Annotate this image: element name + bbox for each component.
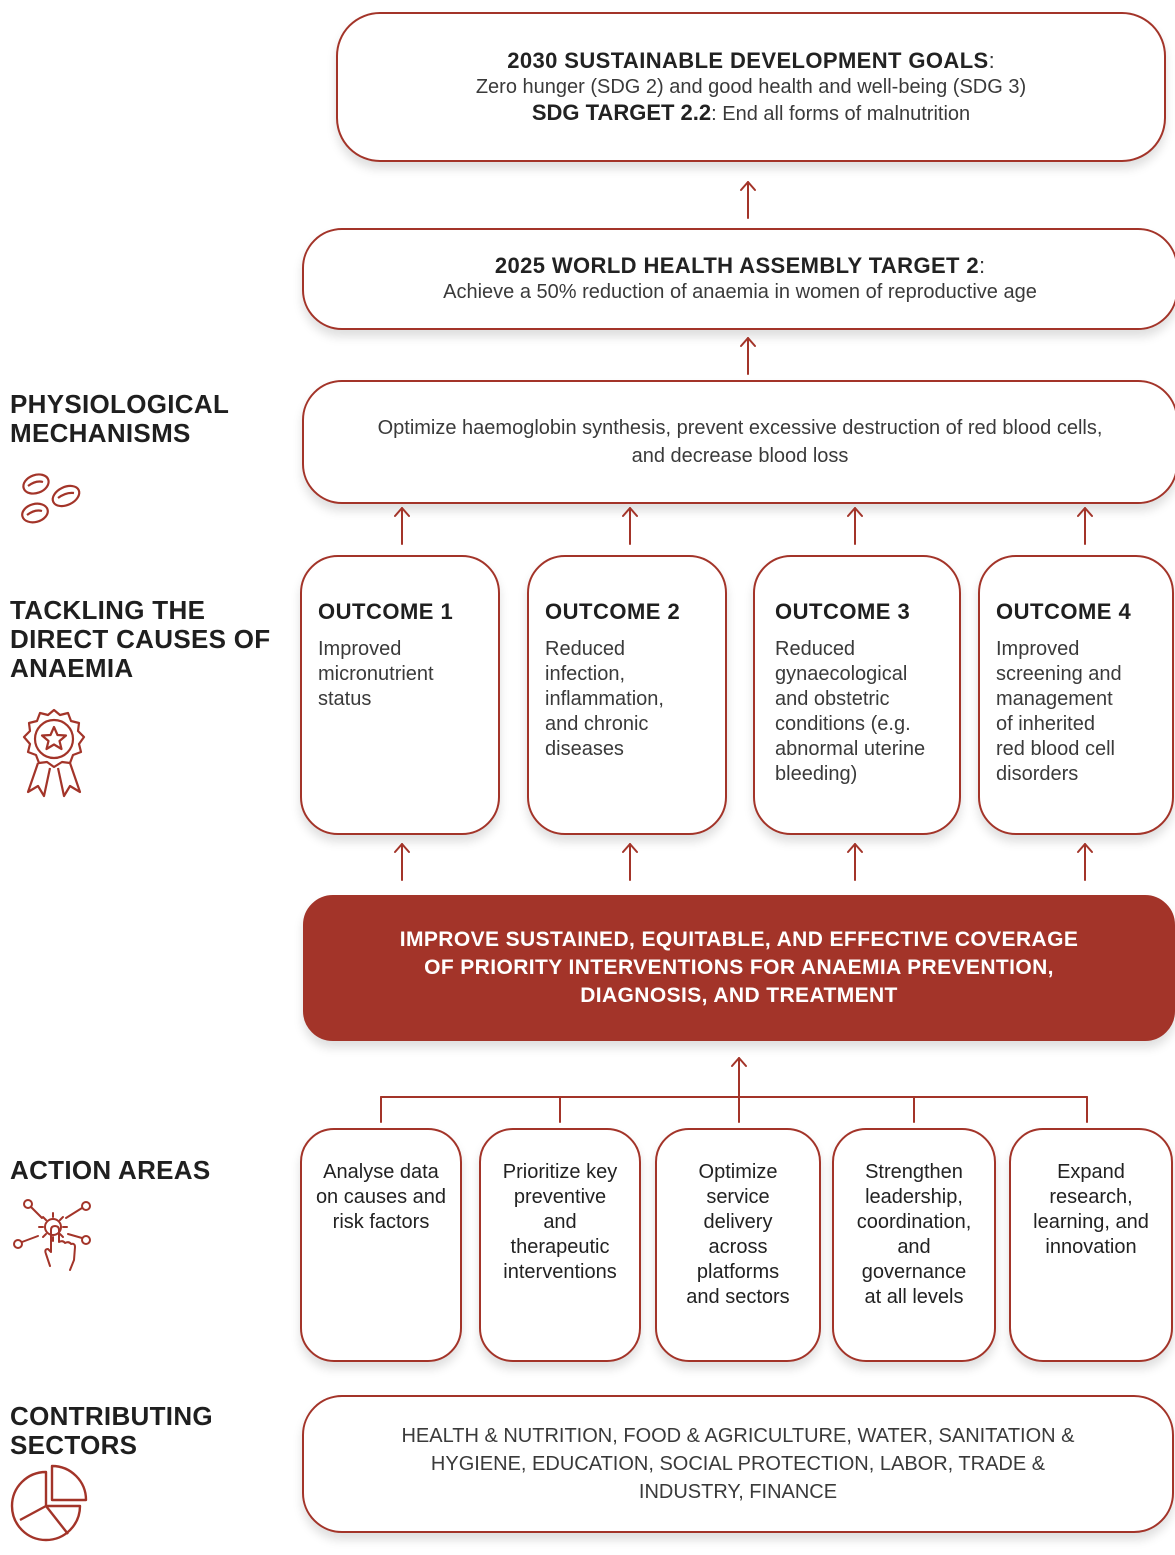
direct-causes-label: TACKLING THE DIRECT CAUSES OF ANAEMIA <box>10 595 271 683</box>
action-area-4: Strengthen leadership, coordination, and… <box>832 1128 996 1362</box>
outcome-4-text: Improved screening and management of inh… <box>996 638 1122 785</box>
action-area-5: Expand research, learning, and innovatio… <box>1009 1128 1173 1362</box>
action-area-1: Analyse data on causes and risk factors <box>300 1128 462 1362</box>
arrow-up-icon <box>847 843 863 881</box>
wha-target-box: 2025 WORLD HEALTH ASSEMBLY TARGET 2: Ach… <box>302 228 1175 330</box>
network-hand-icon <box>13 1199 91 1271</box>
contributing-sectors-label: CONTRIBUTING SECTORS <box>10 1401 213 1460</box>
sectors-text: HEALTH & NUTRITION, FOOD & AGRICULTURE, … <box>401 1425 1075 1503</box>
mechanisms-box: Optimize haemoglobin synthesis, prevent … <box>302 380 1175 504</box>
pie-chart-icon <box>10 1464 88 1542</box>
arrow-up-icon <box>394 507 410 545</box>
bracket-connector <box>380 1057 1088 1123</box>
arrow-up-icon <box>394 843 410 881</box>
arrow-up-icon <box>1077 507 1093 545</box>
outcome-3-title: OUTCOME 3 <box>775 599 911 624</box>
mechanisms-text: Optimize haemoglobin synthesis, prevent … <box>377 417 1103 467</box>
coverage-text: IMPROVE SUSTAINED, EQUITABLE, AND EFFECT… <box>399 928 1079 1007</box>
coverage-box: IMPROVE SUSTAINED, EQUITABLE, AND EFFECT… <box>303 895 1175 1041</box>
arrow-up-icon <box>1077 843 1093 881</box>
action-area-3: Optimize service delivery across platfor… <box>655 1128 821 1362</box>
arrow-up-icon <box>740 337 756 375</box>
outcome-2-title: OUTCOME 2 <box>545 599 681 624</box>
arrow-up-icon <box>740 181 756 219</box>
sdg-description: Zero hunger (SDG 2) and good health and … <box>475 75 1027 98</box>
wha-description: Achieve a 50% reduction of anaemia in wo… <box>443 281 1037 303</box>
arrow-up-icon <box>622 507 638 545</box>
action-areas-label: ACTION AREAS <box>10 1155 211 1185</box>
red-blood-cells-icon <box>21 473 81 524</box>
sdg-title: 2030 SUSTAINABLE DEVELOPMENT GOALS <box>507 47 989 73</box>
action-area-2: Prioritize key preventive and therapeuti… <box>479 1128 641 1362</box>
sdg-goals-box: 2030 SUSTAINABLE DEVELOPMENT GOALS: Zero… <box>336 12 1166 162</box>
outcome-3-text: Reduced gynaecological and obstetric con… <box>775 638 926 785</box>
outcome-2-box: OUTCOME 2 Reduced infection, inflammatio… <box>527 555 727 835</box>
outcome-2-text: Reduced infection, inflammation, and chr… <box>545 638 664 760</box>
sdg-target-text: : End all forms of malnutrition <box>711 102 971 125</box>
award-badge-icon <box>22 708 86 798</box>
outcome-4-box: OUTCOME 4 Improved screening and managem… <box>978 555 1174 835</box>
sdg-target-label: SDG TARGET 2.2 <box>531 99 712 125</box>
arrow-up-icon <box>622 843 638 881</box>
sectors-box: HEALTH & NUTRITION, FOOD & AGRICULTURE, … <box>302 1395 1174 1533</box>
outcome-1-box: OUTCOME 1 Improved micronutrient status <box>300 555 500 835</box>
physiological-mechanisms-label: PHYSIOLOGICAL MECHANISMS <box>10 389 230 448</box>
arrow-up-icon <box>847 507 863 545</box>
outcome-4-title: OUTCOME 4 <box>996 599 1132 624</box>
outcome-1-title: OUTCOME 1 <box>318 599 454 624</box>
wha-title: 2025 WORLD HEALTH ASSEMBLY TARGET 2 <box>494 253 980 278</box>
outcome-1-text: Improved micronutrient status <box>318 638 434 710</box>
outcome-3-box: OUTCOME 3 Reduced gynaecological and obs… <box>753 555 961 835</box>
